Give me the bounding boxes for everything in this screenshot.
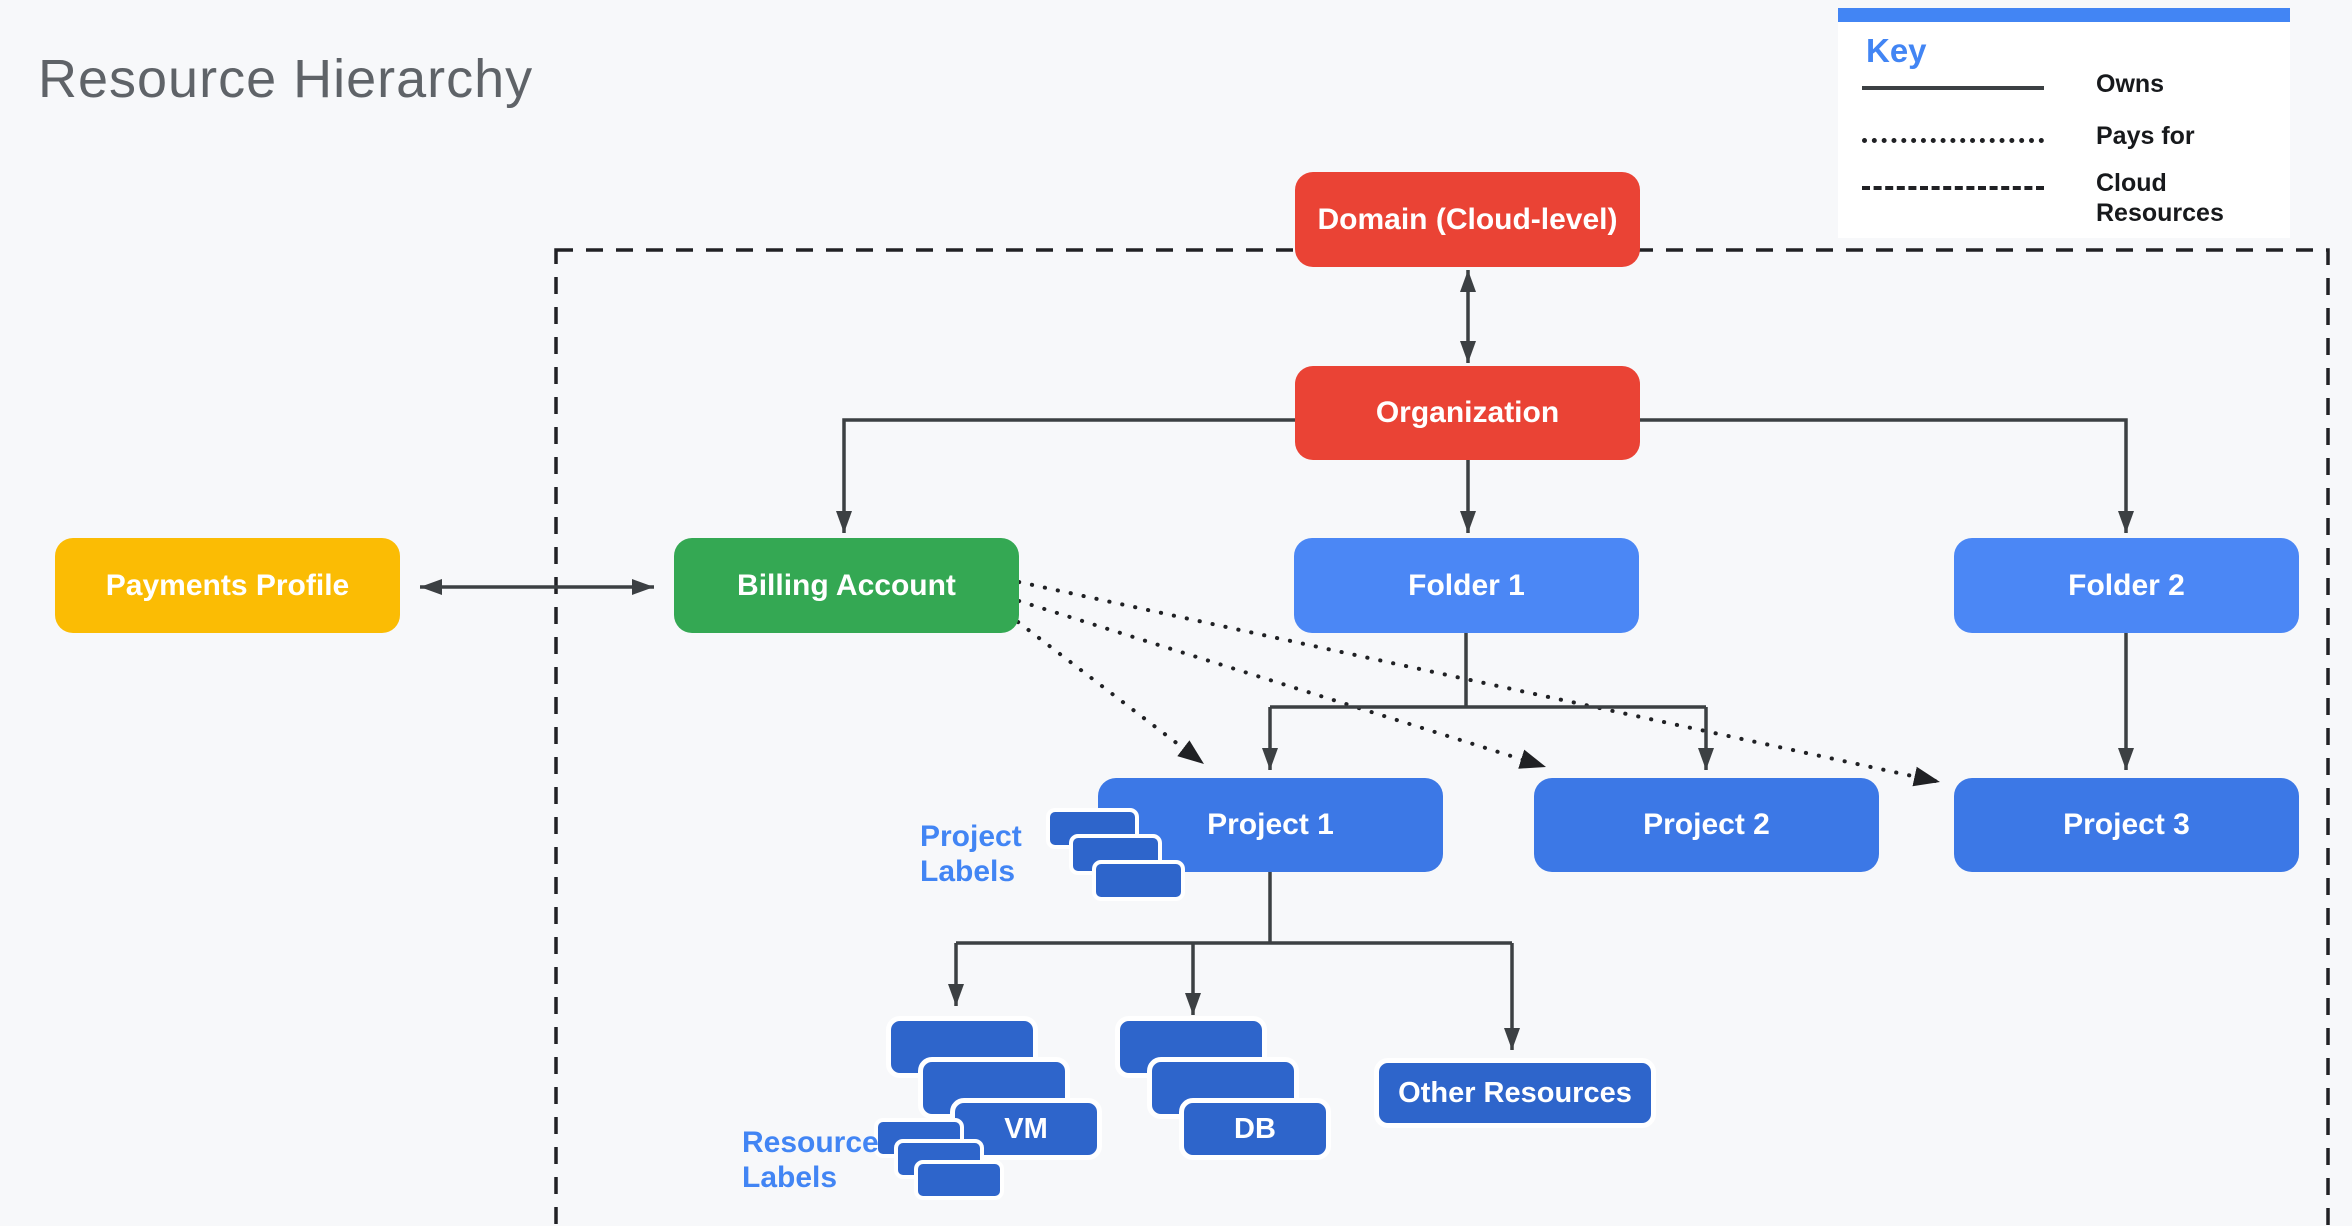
dashed-line-sample bbox=[1862, 186, 2044, 190]
arrow-organization-folder2 bbox=[1639, 418, 2134, 533]
pays-for-arrow-project1 bbox=[1016, 620, 1206, 766]
label-chip bbox=[1092, 860, 1185, 901]
node-domain: Domain (Cloud-level) bbox=[1295, 172, 1640, 267]
dotted-line-sample bbox=[1862, 138, 2044, 143]
folder1-branch-bar bbox=[1270, 633, 1706, 709]
node-db: DB bbox=[1179, 1098, 1331, 1160]
legend-label-cloud-resources: Cloud Resources bbox=[2096, 169, 2224, 227]
legend-label-owns: Owns bbox=[2096, 70, 2165, 98]
node-organization: Organization bbox=[1295, 366, 1640, 460]
node-billing-account: Billing Account bbox=[674, 538, 1019, 633]
page-title: Resource Hierarchy bbox=[38, 49, 534, 109]
solid-line-sample bbox=[1862, 86, 2044, 90]
node-other-resources: Other Resources bbox=[1374, 1058, 1656, 1128]
pays-for-arrow-project3 bbox=[1017, 580, 1942, 787]
arrow-organization-billing-account bbox=[836, 418, 1296, 533]
owns-connectors bbox=[420, 270, 2134, 1050]
legend-label-pays-for: Pays for bbox=[2096, 122, 2195, 150]
node-project-2: Project 2 bbox=[1534, 778, 1879, 872]
legend-title: Key bbox=[1866, 32, 1927, 69]
legend-accent-bar bbox=[1838, 8, 2290, 22]
node-folder-1: Folder 1 bbox=[1294, 538, 1639, 633]
project-labels-caption: Project Labels bbox=[920, 820, 1022, 888]
pays-for-arrow-project2 bbox=[1017, 599, 1548, 769]
project1-branch-bar bbox=[956, 872, 1512, 945]
label-chip bbox=[914, 1160, 1004, 1200]
node-project-3: Project 3 bbox=[1954, 778, 2299, 872]
pays-for-arrows bbox=[1016, 580, 1942, 787]
resource-labels-caption: Resource Labels bbox=[742, 1126, 879, 1194]
node-payments-profile: Payments Profile bbox=[55, 538, 400, 633]
node-folder-2: Folder 2 bbox=[1954, 538, 2299, 633]
legend-panel: Key Owns Pays for Cloud Resources bbox=[1838, 8, 2290, 238]
